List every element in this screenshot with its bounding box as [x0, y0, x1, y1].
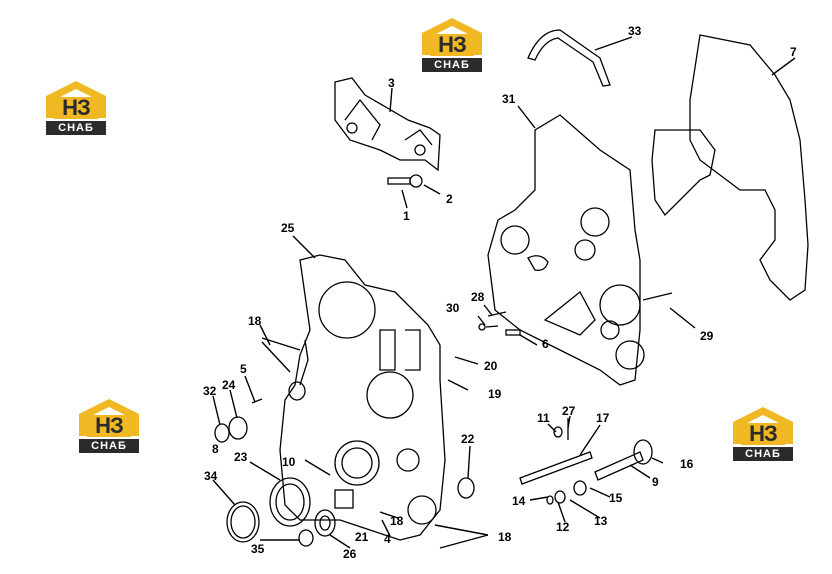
logo-mark: НЗ — [749, 421, 778, 446]
callout-25: 25 — [281, 221, 295, 235]
callout-24: 24 — [222, 378, 236, 392]
gasket-33 — [527, 29, 611, 87]
callout-3: 3 — [388, 76, 395, 90]
seals-and-rings — [214, 381, 475, 547]
shafts-and-gears — [519, 418, 653, 505]
callout-16: 16 — [680, 457, 694, 471]
logo-caption: СНАБ — [46, 121, 106, 135]
callout-11: 11 — [537, 411, 550, 425]
callout-12: 12 — [556, 520, 570, 534]
logo-mark: НЗ — [62, 95, 91, 120]
logo-mark: НЗ — [438, 32, 467, 57]
callout-18-mid: 18 — [390, 514, 404, 528]
callout-13: 13 — [594, 514, 608, 528]
callout-14: 14 — [512, 494, 526, 508]
logo-caption: СНАБ — [79, 439, 139, 453]
brand-logo: НЗ СНАБ — [420, 17, 484, 75]
callout-7: 7 — [790, 45, 797, 59]
callout-4: 4 — [384, 532, 391, 546]
gasket-7 — [651, 34, 809, 301]
logo-caption: СНАБ — [422, 58, 482, 72]
stud-29 — [642, 292, 673, 301]
logo-mark: НЗ — [95, 413, 124, 438]
callout-18-top: 18 — [248, 314, 262, 328]
callout-5: 5 — [240, 362, 247, 376]
callout-15: 15 — [609, 491, 623, 505]
callout-35: 35 — [251, 542, 265, 556]
small-bolts — [478, 311, 521, 336]
callout-32: 32 — [203, 384, 217, 398]
brand-logo: НЗ СНАБ — [77, 398, 141, 456]
callout-10: 10 — [282, 455, 296, 469]
callout-20: 20 — [484, 359, 498, 373]
callout-23: 23 — [234, 450, 248, 464]
callout-6: 6 — [542, 337, 549, 351]
leader-lines — [212, 36, 796, 549]
callout-17: 17 — [596, 411, 610, 425]
callout-2: 2 — [446, 192, 453, 206]
callout-18-bottom: 18 — [498, 530, 512, 544]
callout-9: 9 — [652, 475, 659, 489]
callout-27: 27 — [562, 404, 576, 418]
logo-caption: СНАБ — [733, 447, 793, 461]
callout-30: 30 — [446, 301, 460, 315]
callout-26: 26 — [343, 547, 357, 561]
callout-28: 28 — [471, 290, 485, 304]
back-plate-31 — [487, 114, 645, 386]
callout-8: 8 — [212, 442, 219, 456]
callout-21: 21 — [355, 530, 369, 544]
callout-33: 33 — [628, 24, 642, 38]
brand-logo: НЗ СНАБ — [44, 80, 108, 138]
callout-34: 34 — [204, 469, 218, 483]
brand-logo: НЗ СНАБ — [731, 406, 795, 464]
callout-29: 29 — [700, 329, 714, 343]
callout-31: 31 — [502, 92, 516, 106]
callout-22: 22 — [461, 432, 475, 446]
callout-19: 19 — [488, 387, 502, 401]
callout-1: 1 — [403, 209, 410, 223]
gear-housing-25 — [279, 254, 446, 541]
bolt-and-washer — [387, 174, 423, 188]
bracket-part — [334, 77, 441, 172]
